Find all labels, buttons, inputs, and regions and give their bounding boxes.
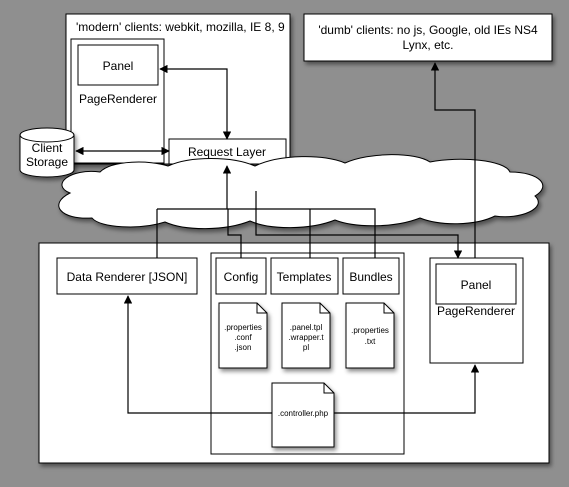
modern-page-renderer: Panel PageRenderer bbox=[70, 38, 165, 164]
request-layer-label: Request Layer bbox=[188, 145, 266, 159]
client-storage-label-1: Client bbox=[32, 141, 63, 155]
templates-box: Templates bbox=[270, 257, 339, 295]
controller-to-data-renderer bbox=[123, 295, 272, 414]
bundles-label: Bundles bbox=[349, 270, 392, 284]
modern-panel-label: Panel bbox=[103, 59, 134, 73]
controller-document-icon: .controller.php bbox=[271, 382, 335, 448]
dumb-clients-arrow bbox=[430, 62, 476, 258]
panel-request-arrow bbox=[159, 64, 232, 140]
modern-clients-title: 'modern' clients: webkit, mozilla, IE 8,… bbox=[76, 20, 285, 34]
bundles-box: Bundles bbox=[342, 257, 400, 295]
dumb-clients-box: 'dumb' clients: no js, Google, old IEs N… bbox=[303, 13, 553, 62]
client-storage-label-2: Storage bbox=[26, 155, 68, 169]
data-renderer-box: Data Renderer [JSON] bbox=[56, 257, 198, 295]
config-file-1: .properties bbox=[224, 323, 262, 332]
config-files-document-icon: .properties .conf .json bbox=[218, 302, 268, 369]
dumb-clients-line-2: Lynx, etc. bbox=[403, 38, 454, 52]
template-files-document-icon: .panel.tpl .wrapper.t pl bbox=[281, 302, 331, 369]
bundle-files-document-icon: .properties .txt bbox=[345, 302, 395, 369]
bundle-file-1: .properties bbox=[351, 326, 389, 335]
template-file-1: .panel.tpl bbox=[290, 323, 323, 332]
connectors bbox=[75, 62, 480, 414]
templates-label: Templates bbox=[277, 270, 332, 284]
network-cloud bbox=[58, 154, 544, 230]
config-box: Config bbox=[215, 257, 267, 295]
controller-to-page-renderer bbox=[334, 364, 480, 414]
config-file-2: .conf bbox=[234, 333, 252, 342]
dumb-clients-line-1: 'dumb' clients: no js, Google, old IEs N… bbox=[318, 23, 538, 37]
controller-file: .controller.php bbox=[278, 409, 329, 418]
server-page-renderer: Panel PageRenderer bbox=[429, 257, 524, 364]
server-panel-label: Panel bbox=[461, 278, 492, 292]
config-file-3: .json bbox=[235, 343, 252, 352]
bundle-file-2: .txt bbox=[365, 337, 376, 346]
modern-panel bbox=[77, 44, 159, 86]
template-file-2: .wrapper.t bbox=[288, 333, 324, 342]
data-renderer-label: Data Renderer [JSON] bbox=[67, 270, 188, 284]
client-storage-cylinder bbox=[19, 127, 75, 178]
template-file-3: pl bbox=[303, 343, 309, 352]
server-renderer-label: PageRenderer bbox=[437, 304, 515, 318]
config-label: Config bbox=[224, 270, 259, 284]
modern-renderer-label: PageRenderer bbox=[79, 92, 157, 106]
server-panel bbox=[435, 263, 517, 305]
